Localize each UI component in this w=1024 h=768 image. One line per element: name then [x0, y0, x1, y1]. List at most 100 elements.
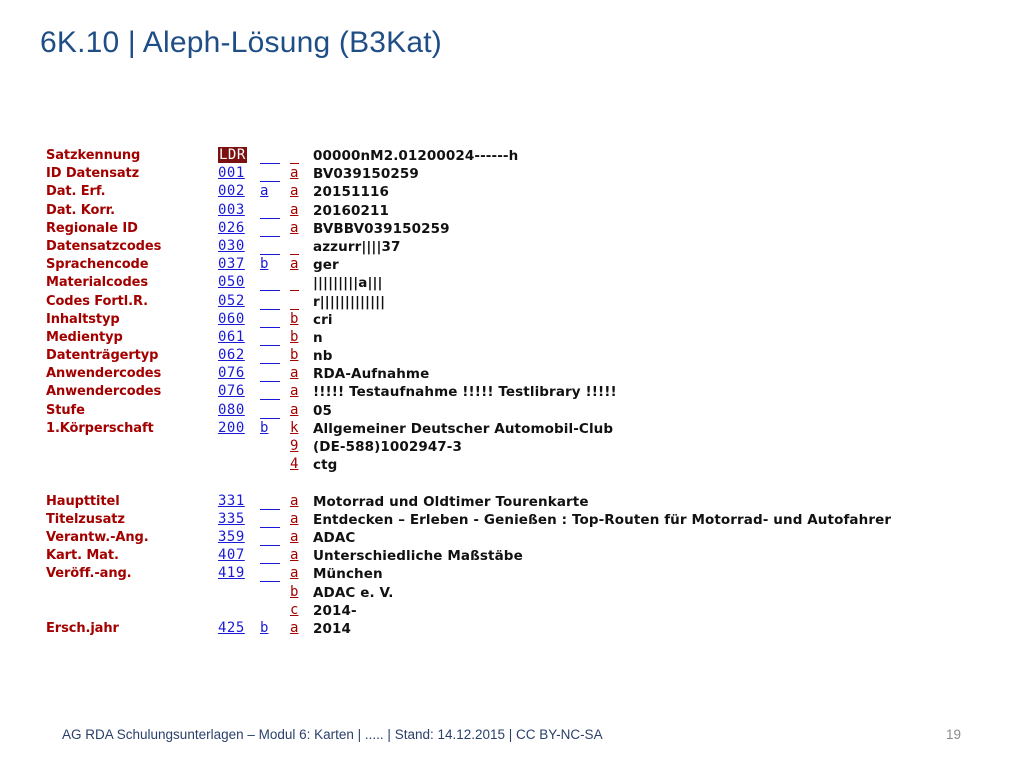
field-label: Stufe — [46, 402, 85, 418]
indicator-field[interactable] — [260, 548, 280, 565]
indicator-field[interactable] — [260, 239, 280, 255]
subfield-code[interactable]: k — [290, 419, 299, 436]
indicator-field[interactable] — [260, 275, 280, 292]
field-value: Unterschiedliche Maßstäbe — [313, 548, 523, 565]
subfield-code[interactable]: a — [290, 383, 299, 400]
field-tag-link[interactable]: 037 — [218, 256, 245, 273]
subfield-code[interactable]: a — [290, 547, 299, 564]
indicator-field[interactable]: b — [260, 619, 269, 636]
field-label: Materialcodes — [46, 275, 149, 291]
indicator-field[interactable] — [260, 494, 280, 510]
field-value: azzurr||||37 — [313, 238, 401, 255]
field-label: Datensatzcodes — [46, 238, 162, 254]
subfield-code[interactable]: b — [290, 583, 299, 600]
subfield-code[interactable]: a — [290, 619, 299, 636]
subfield-code[interactable] — [290, 275, 299, 292]
field-tag-link[interactable]: 052 — [218, 292, 245, 309]
field-tag-link[interactable]: 200 — [218, 419, 245, 436]
field-value: |||||||||a||| — [313, 275, 383, 292]
indicator-field[interactable] — [260, 384, 280, 401]
subfield-code[interactable] — [290, 294, 299, 310]
field-tag-link[interactable]: 003 — [218, 201, 245, 218]
field-label: Titelzusatz — [46, 511, 125, 527]
field-tag-link[interactable]: 030 — [218, 237, 245, 254]
indicator-field[interactable] — [260, 312, 280, 328]
subfield-code[interactable]: a — [290, 510, 299, 527]
footer-text: AG RDA Schulungsunterlagen – Modul 6: Ka… — [62, 727, 603, 742]
field-value: ctg — [313, 457, 338, 474]
indicator-field[interactable] — [260, 530, 280, 546]
indicator-field[interactable] — [260, 512, 280, 528]
indicator-field[interactable] — [260, 403, 280, 419]
field-value: cri — [313, 311, 333, 328]
slide-title: 6K.10 | Aleph-Lösung (B3Kat) — [40, 26, 442, 59]
field-value: nb — [313, 348, 333, 365]
field-tag-link[interactable]: 335 — [218, 510, 245, 527]
subfield-code[interactable]: a — [290, 528, 299, 545]
indicator-field[interactable]: b — [260, 419, 269, 436]
field-tag-link[interactable]: 407 — [218, 547, 245, 564]
indicator-field[interactable] — [260, 366, 280, 383]
subfield-code[interactable] — [290, 239, 299, 255]
field-tag-link[interactable]: LDR — [218, 147, 247, 163]
field-tag-link[interactable]: 060 — [218, 310, 245, 327]
field-tag-link[interactable]: 359 — [218, 528, 245, 545]
page-number: 19 — [946, 727, 962, 742]
field-tag-link[interactable]: 061 — [218, 328, 245, 345]
indicator-field[interactable] — [260, 166, 280, 183]
subfield-code[interactable]: b — [290, 347, 299, 364]
subfield-code[interactable]: a — [290, 165, 299, 182]
subfield-code[interactable]: 4 — [290, 456, 299, 473]
indicator-field[interactable] — [260, 294, 280, 310]
field-tag-link[interactable]: 425 — [218, 619, 245, 636]
subfield-code[interactable]: b — [290, 310, 299, 327]
field-label: Ersch.jahr — [46, 620, 119, 636]
field-tag-link[interactable]: 080 — [218, 401, 245, 418]
subfield-code[interactable]: a — [290, 183, 299, 200]
subfield-code[interactable]: a — [290, 201, 299, 218]
indicator-field[interactable]: b — [260, 256, 269, 273]
indicator-field[interactable] — [260, 330, 280, 346]
subfield-code[interactable]: b — [290, 328, 299, 345]
subfield-code[interactable] — [290, 148, 299, 164]
field-tag-link[interactable]: 001 — [218, 165, 245, 182]
field-label: Satzkennung — [46, 148, 141, 163]
indicator-field[interactable]: a — [260, 183, 269, 200]
indicator-field[interactable] — [260, 348, 280, 365]
field-tag-link[interactable]: 026 — [218, 219, 245, 236]
field-value: !!!!! Testaufnahme !!!!! Testlibrary !!!… — [313, 384, 617, 401]
indicator-field[interactable] — [260, 221, 280, 237]
subfield-code[interactable]: a — [290, 401, 299, 418]
field-tag-link[interactable]: 331 — [218, 492, 245, 509]
field-tag-link[interactable]: 002 — [218, 183, 245, 200]
field-label: Inhaltstyp — [46, 311, 120, 327]
record-row: b ADAC e. V. — [46, 584, 976, 602]
subfield-code[interactable]: a — [290, 492, 299, 509]
field-value: 00000nM2.01200024------h — [313, 148, 519, 164]
subfield-code[interactable]: a — [290, 365, 299, 382]
field-tag-link[interactable]: 050 — [218, 274, 245, 291]
field-value: ADAC e. V. — [313, 584, 394, 601]
field-tag-link[interactable]: 076 — [218, 383, 245, 400]
field-label: Medientyp — [46, 329, 123, 345]
subfield-code[interactable]: a — [290, 565, 299, 582]
field-tag-link[interactable]: 062 — [218, 347, 245, 364]
subfield-code[interactable]: a — [290, 256, 299, 273]
field-tag-link[interactable]: 076 — [218, 365, 245, 382]
field-label: Regionale ID — [46, 220, 138, 236]
indicator-field[interactable] — [260, 148, 280, 164]
indicator-field[interactable] — [260, 566, 280, 583]
field-label: Dat. Korr. — [46, 202, 115, 218]
indicator-field[interactable] — [260, 203, 280, 219]
subfield-code[interactable]: 9 — [290, 438, 299, 454]
field-tag-link[interactable]: 419 — [218, 565, 245, 582]
subfield-code[interactable]: c — [290, 601, 299, 618]
subfield-code[interactable]: a — [290, 219, 299, 236]
